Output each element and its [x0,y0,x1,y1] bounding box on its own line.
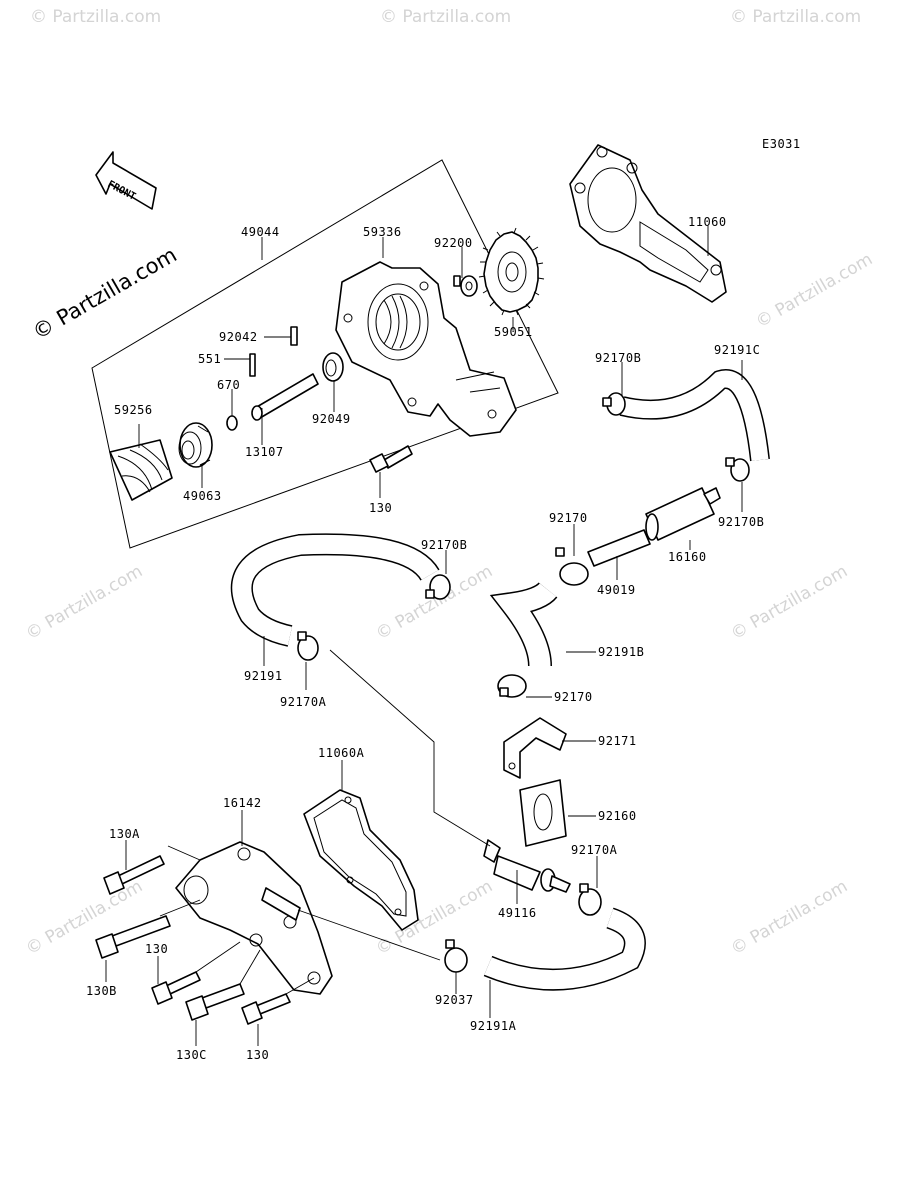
label-551: 551 [198,352,221,366]
watermark: © Partzilla.com [730,7,861,27]
label-92037: 92037 [435,993,474,1007]
watermark: © Partzilla.com [728,561,852,644]
watermark: © Partzilla.com [373,561,497,644]
label-92200: 92200 [434,236,473,250]
label-11060A: 11060A [318,746,365,760]
watermark: © Partzilla.com [728,876,852,959]
bracket [503,717,567,779]
label-92170A: 92170A [280,695,327,709]
guide-line [159,845,315,995]
bolt [369,445,413,473]
hose-clamp [602,392,626,416]
hose-clamp [725,457,750,482]
front-arrow-icon: FRONT [95,151,157,210]
label-92170B: 92170B [421,538,467,552]
washer [453,275,478,297]
pipe [587,529,651,567]
impeller [109,439,173,501]
gasket [303,789,419,931]
label-59256: 59256 [114,403,153,417]
pump-gear [478,227,545,316]
label-130: 130 [369,501,392,515]
label-92049: 92049 [312,412,351,426]
label-11060: 11060 [688,215,727,229]
label-130C: 130C [176,1048,207,1062]
label-92191: 92191 [244,669,283,683]
damper [519,779,567,847]
watermark: © Partzilla.com [30,7,161,27]
label-49063: 49063 [183,489,222,503]
label-130A: 130A [109,827,140,841]
label-130: 130 [145,942,168,956]
watermark: © Partzilla.com [23,561,147,644]
oil-seal [322,352,344,382]
label-49019: 49019 [597,583,636,597]
hose-clamp [444,939,468,973]
label-49044: 49044 [241,225,280,239]
label-92171: 92171 [598,734,637,748]
hose-clamp [425,574,451,600]
leader-lines [105,226,743,1046]
hose-clamp [555,547,589,586]
label-130B: 130B [86,984,117,998]
label-130: 130 [246,1048,269,1062]
label-670: 670 [217,378,240,392]
watermark: © Partzilla.com [753,249,877,332]
o-ring [226,415,238,431]
label-92042: 92042 [219,330,258,344]
bolt [95,915,171,959]
label-16160: 16160 [668,550,707,564]
label-92191A: 92191A [470,1019,517,1033]
label-92170: 92170 [549,511,588,525]
pump-assembly-box [91,159,559,549]
label-92170: 92170 [554,690,593,704]
gasket [569,144,727,303]
pump-shaft [251,373,319,421]
watermark: © Partzilla.com [380,7,511,27]
label-92170A: 92170A [571,843,618,857]
label-16142: 16142 [223,796,262,810]
fitting [483,839,571,893]
part-labels: 49044 59336 92200 59051 11060 92042 551 … [86,215,764,1062]
fitting [645,487,721,541]
hose-clamp [497,674,527,698]
guide-line [329,649,491,847]
label-92170B: 92170B [718,515,764,529]
pin [249,353,256,377]
pump-cover [175,841,333,995]
watermark: © Partzilla.com [23,876,147,959]
pump-body [335,261,517,437]
label-92170B: 92170B [595,351,641,365]
bolt [241,993,291,1025]
label-92191B: 92191B [598,645,644,659]
label-59336: 59336 [363,225,402,239]
label-92191C: 92191C [714,343,760,357]
mechanical-seal [178,422,213,468]
guide-line [297,909,441,961]
pin [290,326,298,346]
label-13107: 13107 [245,445,284,459]
bolt [185,983,245,1021]
label-92160: 92160 [598,809,637,823]
hose-clamp [297,631,319,661]
diagram-code: E3031 [762,137,801,151]
hose-clamp [578,883,602,916]
label-59051: 59051 [494,325,533,339]
bolt [103,855,165,895]
label-49116: 49116 [498,906,537,920]
bolt [151,971,201,1005]
